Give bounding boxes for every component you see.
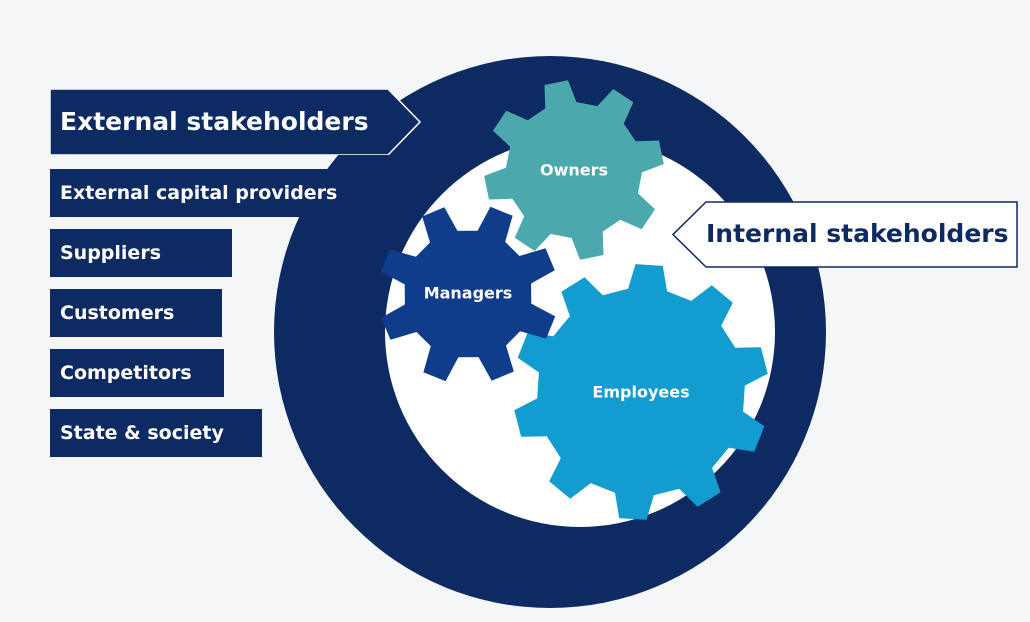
employees-label: Employees (592, 383, 689, 402)
list-item-state-society: State & society (50, 409, 262, 457)
external-stakeholders-list: External capital providers Suppliers Cus… (50, 169, 348, 469)
internal-stakeholders-header: Internal stakeholders (672, 201, 1018, 268)
list-item-suppliers: Suppliers (50, 229, 232, 277)
employees-gear (514, 264, 768, 520)
list-item-competitors: Competitors (50, 349, 224, 397)
external-stakeholders-title: External stakeholders (60, 107, 369, 136)
managers-gear (380, 206, 556, 382)
header-arrow-shape-left (672, 201, 1018, 268)
list-item-customers: Customers (50, 289, 222, 337)
header-arrow-shape (50, 89, 422, 155)
managers-label: Managers (424, 284, 513, 303)
owners-gear (484, 80, 664, 260)
list-item-external-capital-providers: External capital providers (50, 169, 348, 217)
owners-label: Owners (540, 161, 608, 180)
external-stakeholders-header: External stakeholders (50, 89, 422, 155)
internal-stakeholders-title: Internal stakeholders (706, 219, 1009, 248)
